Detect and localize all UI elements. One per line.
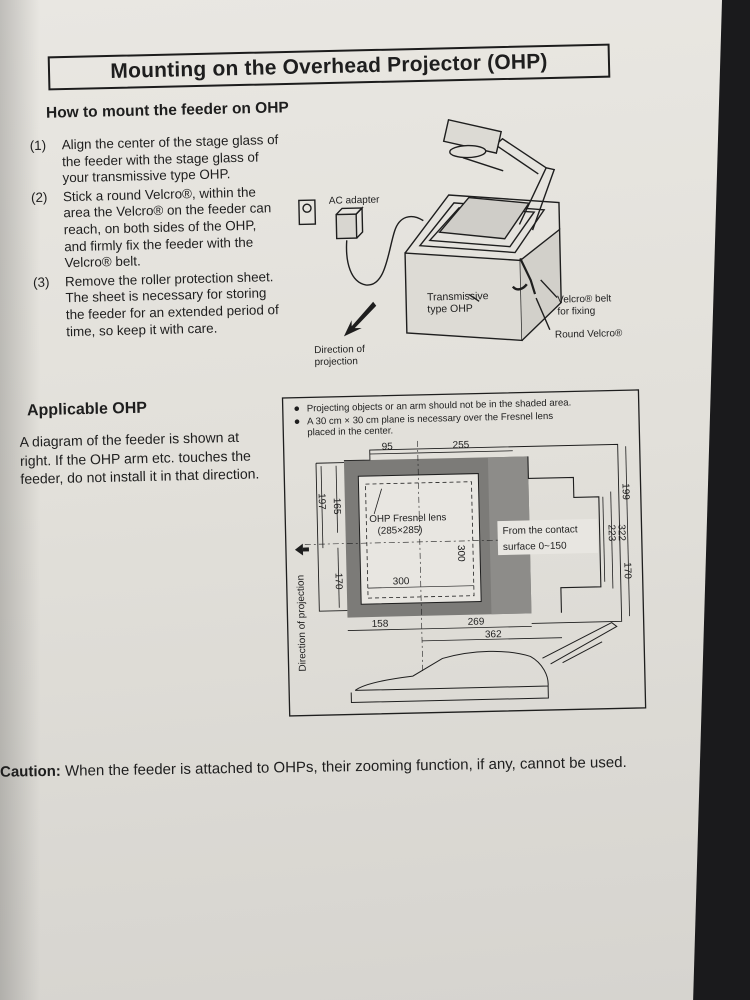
dim-line (320, 466, 324, 549)
dim-223: 223 (605, 524, 616, 541)
leader-line (535, 297, 551, 331)
label-velcro-belt: Velcro® belt (557, 293, 612, 305)
lens-label: OHP Fresnel lens (369, 512, 446, 525)
dim-322: 322 (615, 524, 626, 541)
dim-line (347, 628, 422, 631)
leader-line (468, 293, 480, 302)
label-projection: projection (314, 356, 358, 368)
contact-label-line1: From the contact (502, 524, 577, 537)
wall-outlet-icon (298, 199, 317, 226)
center-line (417, 440, 424, 671)
dim-line (369, 452, 418, 455)
dim-95: 95 (382, 441, 394, 452)
label-ac-adapter: AC adapter (329, 195, 380, 207)
ohp-body-icon (404, 118, 562, 342)
dim-300-vertical: 300 (455, 545, 466, 562)
caution-label: Caution: (0, 762, 61, 781)
direction-arrow-icon (294, 543, 304, 556)
dim-199: 199 (620, 483, 631, 500)
direction-arrow-icon (343, 301, 377, 337)
outlet-socket (302, 203, 312, 213)
dim-269: 269 (468, 616, 485, 627)
contact-label-line2: surface 0~150 (503, 541, 567, 553)
label-for-fixing: for fixing (557, 306, 595, 318)
note-plane-line2: placed in the center. (307, 425, 393, 438)
dim-158: 158 (372, 619, 389, 630)
dim-197: 197 (316, 493, 327, 510)
feeder-outline (527, 456, 602, 613)
dim-255: 255 (453, 440, 470, 451)
dim-line (417, 450, 513, 454)
label-transmissive: Transmissive (427, 290, 489, 303)
ac-adapter-icon (335, 206, 364, 240)
dim-165: 165 (331, 498, 342, 515)
dim-line (602, 496, 606, 582)
dim-300-horizontal: 300 (393, 576, 410, 587)
feeder-extents (315, 443, 623, 624)
dim-362: 362 (485, 629, 502, 640)
dim-line (335, 465, 338, 533)
diagram-frame (281, 389, 647, 717)
direction-vertical-label: Direction of projection (296, 575, 309, 672)
label-direction: Direction of (314, 344, 365, 356)
dim-170-left: 170 (332, 573, 343, 590)
center-line (304, 539, 500, 545)
direction-arrow-shaft (302, 547, 309, 552)
lens-leader (373, 488, 382, 515)
dim-line (421, 625, 532, 630)
power-cable (345, 215, 424, 286)
label-ohp-type: type OHP (427, 302, 473, 315)
page-binding-shadow (0, 0, 40, 1000)
leader-line (540, 279, 558, 299)
lens-size: (285×285) (377, 525, 422, 537)
dim-170-right: 170 (621, 562, 632, 579)
bullet-icon (294, 406, 300, 411)
dim-line (422, 637, 563, 642)
dim-line (625, 446, 630, 617)
label-round-velcro: Round Velcro® (555, 328, 623, 341)
dim-line (610, 491, 614, 589)
dim-line (337, 547, 340, 608)
contact-label-bg (497, 518, 599, 556)
bullet-icon (294, 419, 300, 424)
feeder-side-view (350, 621, 618, 704)
